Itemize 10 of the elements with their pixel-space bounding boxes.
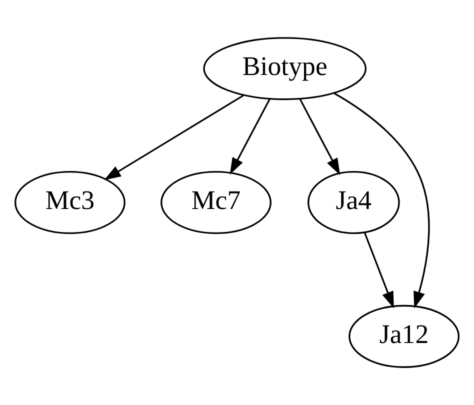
node-ellipse: Ja12: [348, 304, 460, 368]
arrow: [230, 98, 270, 175]
arrow: [334, 92, 430, 308]
arrow: [364, 232, 394, 308]
arrow: [299, 98, 340, 176]
node-ellipse: Ja4: [308, 171, 400, 234]
arrow: [104, 94, 244, 180]
node-ellipse: Mc3: [14, 171, 126, 234]
node-ellipse: Mc7: [160, 171, 272, 234]
node-ellipse: Biotype: [203, 37, 367, 100]
